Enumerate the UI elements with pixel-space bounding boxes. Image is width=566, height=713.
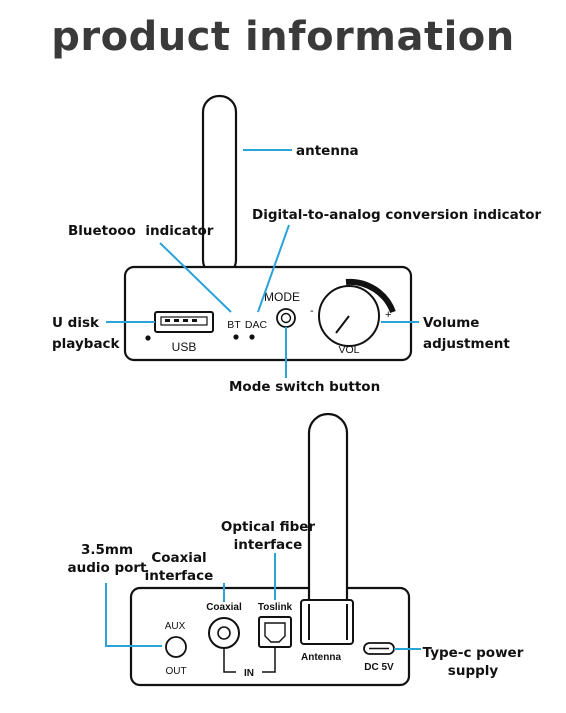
leader-audio-port [105, 583, 162, 647]
dac-indicator-led [249, 334, 255, 340]
bt-label: BT [227, 319, 241, 331]
callout-coaxial-line2: interface [144, 568, 214, 584]
callout-u-disk-line1: U disk [52, 315, 99, 331]
vol-minus: - [310, 305, 314, 317]
callout-dac-indicator: Digital-to-analog conversion indicator [252, 207, 542, 223]
mode-label: MODE [264, 290, 300, 304]
callout-u-disk-line2: playback [52, 336, 120, 352]
vol-label: VOL [338, 344, 359, 356]
power-indicator-dot [145, 335, 151, 341]
callout-volume-line2: adjustment [423, 336, 510, 352]
callout-audio-port-line2: audio port [67, 560, 147, 576]
toslink-port [258, 616, 292, 648]
callout-coaxial-line1: Coaxial [151, 550, 207, 566]
callout-antenna: antenna [296, 143, 359, 159]
leader-dac [257, 224, 290, 313]
callout-mode-button: Mode switch button [229, 379, 381, 395]
aux-label: AUX [165, 621, 186, 632]
callout-volume-line1: Volume [423, 315, 480, 331]
antenna-port-label: Antenna [301, 652, 341, 663]
volume-arc [345, 278, 396, 314]
callout-coaxial: Coaxial interface [137, 549, 221, 585]
callout-typec: Type-c power supply [418, 644, 528, 680]
callout-audio-port-line1: 3.5mm [80, 542, 134, 558]
aux-port [165, 636, 187, 658]
vol-plus: + [385, 309, 391, 321]
out-label: OUT [165, 666, 186, 677]
callout-optical-line2: interface [233, 537, 303, 553]
front-antenna [201, 94, 238, 278]
dac-label: DAC [245, 319, 268, 331]
callout-typec-line2: supply [447, 663, 499, 679]
in-label: IN [244, 668, 254, 679]
callout-u-disk: U disk playback [52, 314, 120, 353]
callout-bluetooth-indicator: Bluetooo indicator [68, 223, 214, 239]
leader-bluetooth [159, 242, 232, 313]
callout-volume: Volume adjustment [423, 314, 510, 353]
callout-typec-line1: Type-c power [422, 645, 524, 661]
callout-audio-port: 3.5mm audio port [62, 541, 152, 577]
usb-label: USB [172, 340, 197, 354]
dc-label: DC 5V [364, 662, 394, 673]
bt-indicator-led [233, 334, 239, 340]
page-title: product information [51, 14, 515, 60]
callout-optical: Optical fiber interface [214, 518, 322, 554]
callout-optical-line1: Optical fiber [220, 519, 316, 535]
toslink-label: Toslink [258, 602, 293, 613]
coaxial-port-label: Coaxial [206, 602, 242, 613]
